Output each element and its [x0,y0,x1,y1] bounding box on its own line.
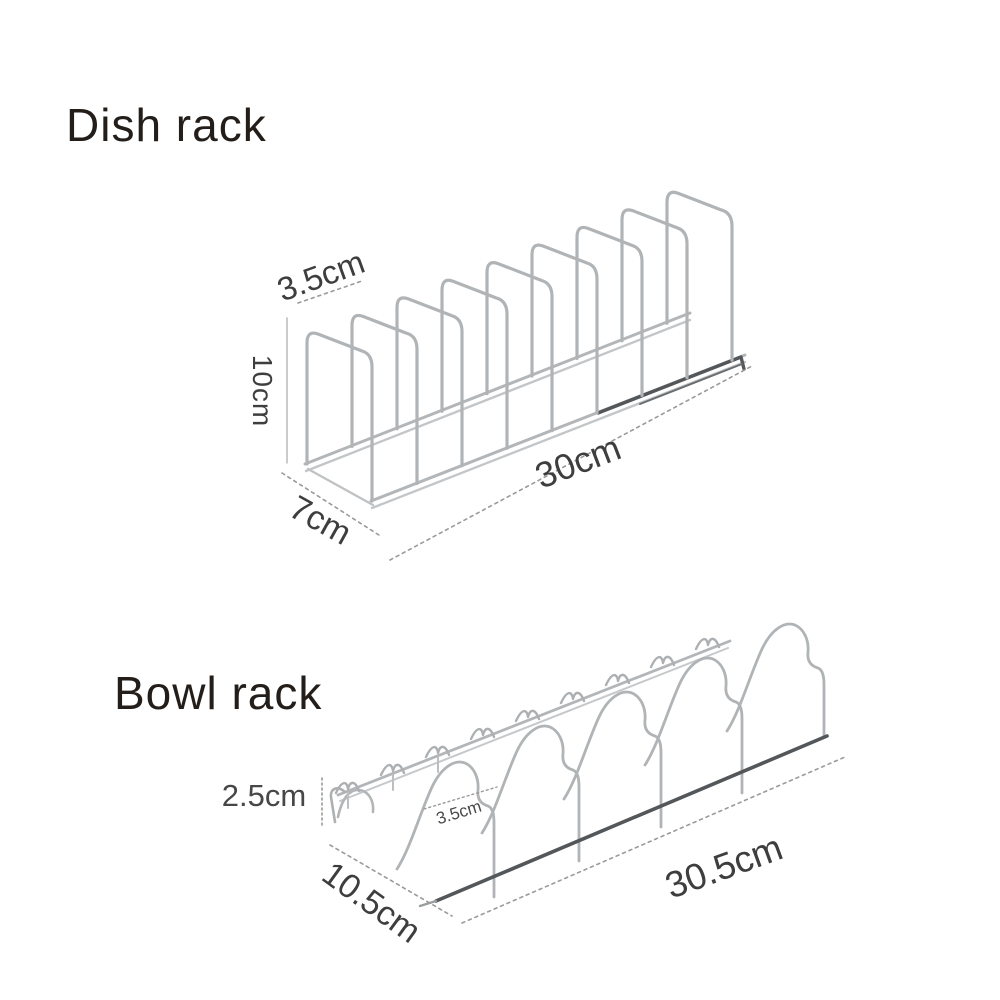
dish-rack-drawing [281,190,753,561]
dish-rack-title: Dish rack [66,99,267,151]
bowl-rack-title: Bowl rack [114,667,323,719]
bowl-rack-drawing [321,622,846,924]
bowl-dimension-lines [321,756,846,924]
dish-height-label: 10cm [247,354,278,428]
dish-dimension-lines [281,280,753,561]
bowl-height-label: 2.5cm [221,778,307,813]
